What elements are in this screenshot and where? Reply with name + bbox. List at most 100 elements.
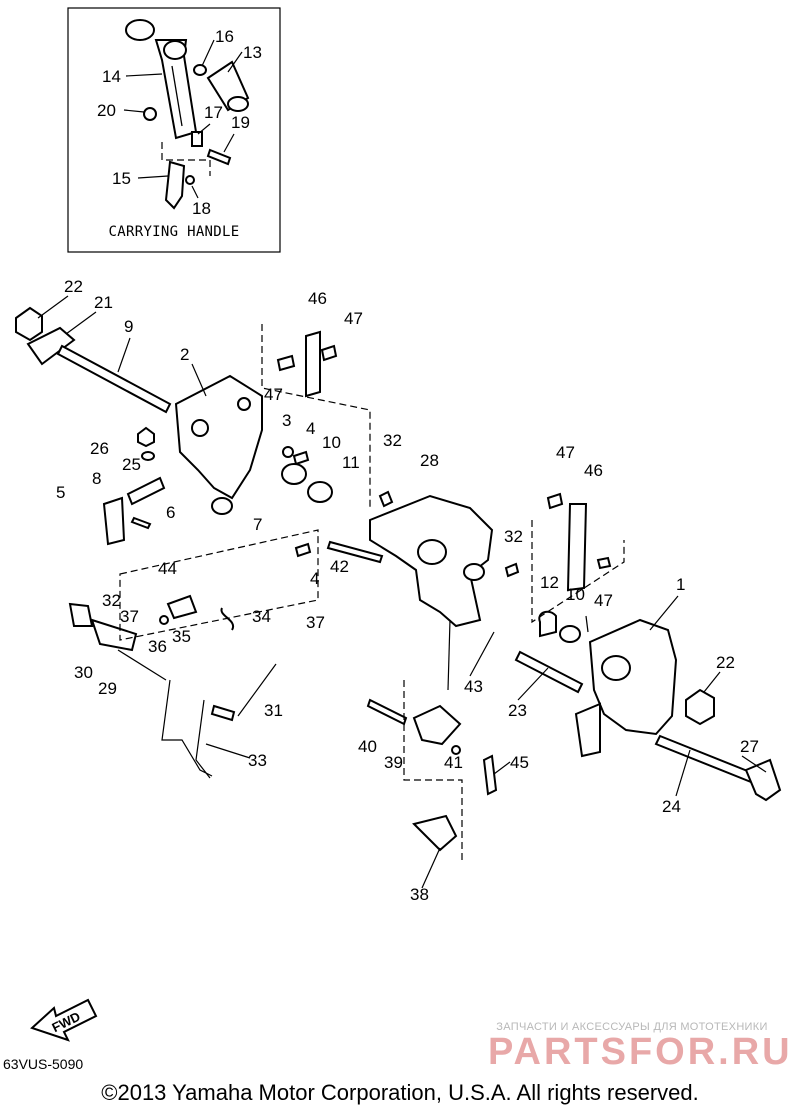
nut-22-left — [15, 306, 43, 342]
leader-33 — [205, 743, 251, 759]
callout-10-right: 10 — [566, 585, 585, 604]
bolt-47-top — [276, 354, 296, 372]
through-bolt-9 — [56, 344, 172, 414]
bracket-38 — [412, 814, 458, 852]
spring-36 — [159, 615, 169, 625]
leader-22 — [37, 295, 69, 319]
callout-29: 29 — [98, 679, 117, 698]
leader-1 — [649, 595, 679, 631]
screw-32-right — [504, 562, 520, 578]
leader-38 — [421, 847, 441, 889]
callout-45: 45 — [510, 753, 529, 772]
callout-22-left: 22 — [64, 277, 83, 296]
callout-9: 9 — [124, 317, 133, 336]
bracket-hole-2 — [237, 397, 251, 411]
lever-29-rod — [117, 649, 167, 681]
callout-28: 28 — [420, 451, 439, 470]
leader-31 — [237, 663, 277, 717]
leader-17 — [197, 123, 211, 135]
callout-32-top: 32 — [383, 431, 402, 450]
screw-32-top — [378, 490, 394, 508]
leader-21 — [65, 311, 97, 335]
callout-10-left: 10 — [322, 433, 341, 452]
clamp-bracket-1 — [588, 618, 678, 736]
guide-lower-center — [403, 680, 463, 860]
callout-labels: 16 13 14 20 17 19 15 18 22 21 9 2 3 4 10… — [56, 27, 759, 904]
callout-5: 5 — [56, 483, 65, 502]
callout-30: 30 — [74, 663, 93, 682]
leader-43 — [469, 631, 495, 677]
swivel-hole — [417, 539, 447, 565]
callout-24: 24 — [662, 797, 681, 816]
callout-47-top-left: 47 — [264, 385, 283, 404]
spring-7 — [126, 476, 166, 506]
callout-36: 36 — [148, 637, 167, 656]
guide-lower-left — [119, 529, 319, 641]
callout-32-lower: 32 — [102, 591, 121, 610]
leader-24 — [675, 749, 691, 797]
left-bracket-group — [15, 306, 310, 546]
swivel-bracket-group — [294, 481, 520, 691]
callout-6: 6 — [166, 503, 175, 522]
callout-3: 3 — [282, 411, 291, 430]
callout-16: 16 — [215, 27, 234, 46]
callout-19: 19 — [231, 113, 250, 132]
bolt-40 — [366, 698, 408, 726]
callout-18: 18 — [192, 199, 211, 218]
nut-22-right — [685, 688, 715, 726]
lever-5 — [102, 496, 126, 546]
inset-title: CARRYING HANDLE — [108, 224, 240, 240]
callout-8: 7 — [253, 515, 262, 534]
nut-26 — [137, 426, 155, 448]
guide-top — [261, 324, 371, 510]
copyright-notice: ©2013 Yamaha Motor Corporation, U.S.A. A… — [101, 1080, 699, 1105]
callout-47-right-bottom: 47 — [594, 591, 613, 610]
callout-21: 21 — [94, 293, 113, 312]
shaft-23 — [514, 650, 584, 694]
callout-27: 27 — [740, 737, 759, 756]
leader-16 — [201, 39, 215, 67]
callout-31: 31 — [264, 701, 283, 720]
callout-43: 43 — [464, 677, 483, 696]
callout-2: 2 — [180, 345, 189, 364]
lever-right — [574, 702, 601, 758]
callout-14: 14 — [102, 67, 121, 86]
washer-10-left — [281, 463, 307, 485]
bolt-47-right-2 — [596, 556, 612, 570]
handle-pivot — [163, 40, 187, 60]
leader-20 — [123, 109, 145, 113]
leader-15 — [137, 175, 169, 179]
callout-4-lower: 4 — [310, 569, 319, 588]
fwd-arrow-icon: FWD — [30, 998, 98, 1042]
callout-12: 12 — [540, 573, 559, 592]
callout-37-right: 37 — [306, 613, 325, 632]
callout-47-right-top: 47 — [556, 443, 575, 462]
nut-20 — [143, 107, 157, 121]
callout-22-right: 22 — [716, 653, 735, 672]
callout-32-right: 32 — [504, 527, 523, 546]
handle-cap — [125, 19, 155, 41]
rod-33-a — [161, 679, 213, 777]
clamp-screw-27 — [744, 758, 782, 802]
washer-3 — [282, 446, 294, 458]
bolt-47-right — [546, 492, 564, 510]
leader-9 — [117, 337, 131, 373]
callout-23: 23 — [508, 701, 527, 720]
leader-14 — [125, 73, 163, 77]
link-46-top — [305, 330, 321, 398]
carrying-handle-inset — [67, 7, 281, 253]
leader-2 — [191, 363, 207, 397]
callout-25: 25 — [122, 455, 141, 474]
callout-7: 8 — [92, 469, 101, 488]
bolt-4-lower — [294, 542, 312, 558]
bolt-47-top-2 — [320, 344, 338, 362]
lever-29 — [90, 618, 138, 652]
callout-26: 26 — [90, 439, 109, 458]
leader-45 — [493, 761, 511, 775]
pin-17 — [191, 131, 203, 147]
inset-frame — [67, 7, 281, 253]
callout-20: 20 — [97, 101, 116, 120]
swivel-hole-2 — [463, 563, 485, 581]
